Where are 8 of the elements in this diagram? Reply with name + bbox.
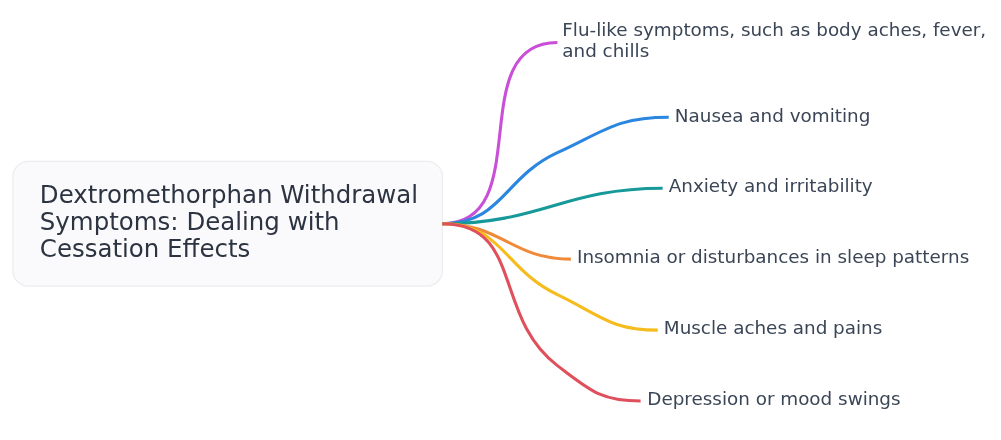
node-text: Nausea and vomiting	[674, 104, 871, 126]
node-text: Anxiety and irritability	[668, 175, 873, 197]
node-text: Flu-like symptoms, such as body aches, fever, and chills	[562, 19, 987, 62]
node-text: Muscle aches and pains	[663, 317, 883, 339]
node-text: Depression or mood swings	[647, 388, 901, 410]
connector	[442, 222, 641, 403]
node-box: Dextromethorphan Withdrawal Symptoms: Dealing with Cessation Effects	[12, 160, 443, 287]
node-text: Insomnia or disturbances in sleep patterns	[576, 246, 970, 268]
